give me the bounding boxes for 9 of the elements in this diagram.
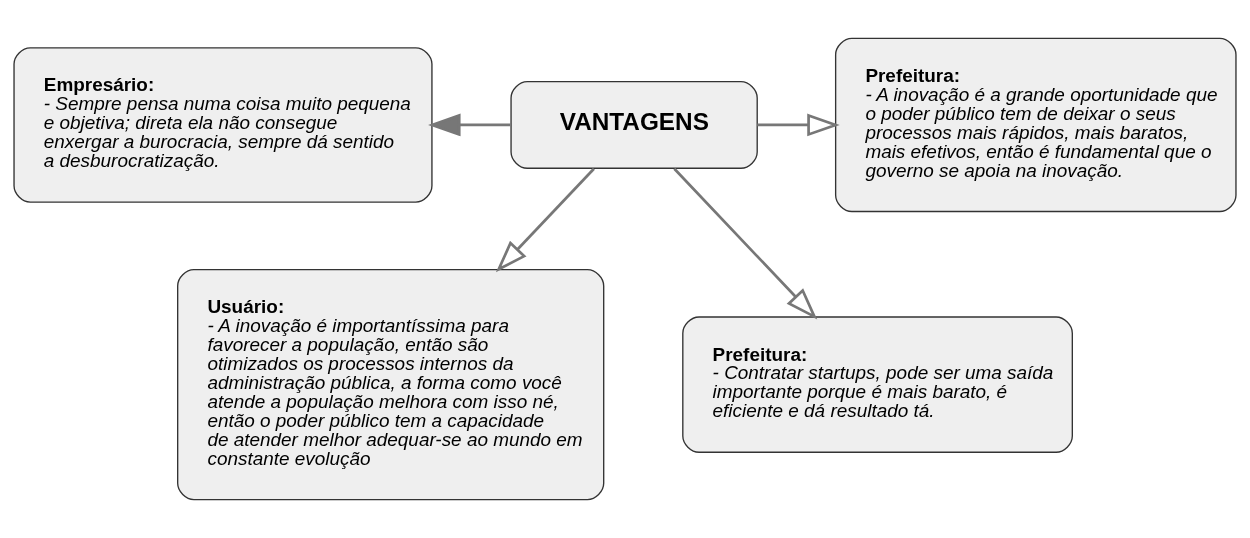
node-box: Usuário: - A inovação é importantíssima para favorecer a população, então são otimizados os processos internos da administração pública, a forma como você atende a população melhora com isso né, então o poder público tem a capacidade de atender melhor adequar-se ao mundo em constante evolução (177, 269, 605, 501)
node-box: Prefeitura: - Contratar startups, pode ser uma saída importante porque é mais barato, é eficiente e dá resultado tá. (682, 316, 1073, 453)
arrow (757, 113, 840, 137)
arrow (673, 167, 818, 320)
arrow (495, 167, 595, 273)
node-box: Prefeitura: - A inovação é a grande oportunidade que o poder público tem de deixar o seus processos mais rápidos, mais baratos, mais efetivos, então é fundamental que o governo se apoia na inovação. (834, 37, 1237, 213)
arrow (428, 113, 511, 137)
node-box: VANTAGENS (510, 81, 758, 169)
node-box: Empresário: - Sempre pensa numa coisa muito pequena e objetiva; direta ela não consegue enxergar a burocracia, sempre dá sentido a desburocratização. (13, 47, 433, 203)
